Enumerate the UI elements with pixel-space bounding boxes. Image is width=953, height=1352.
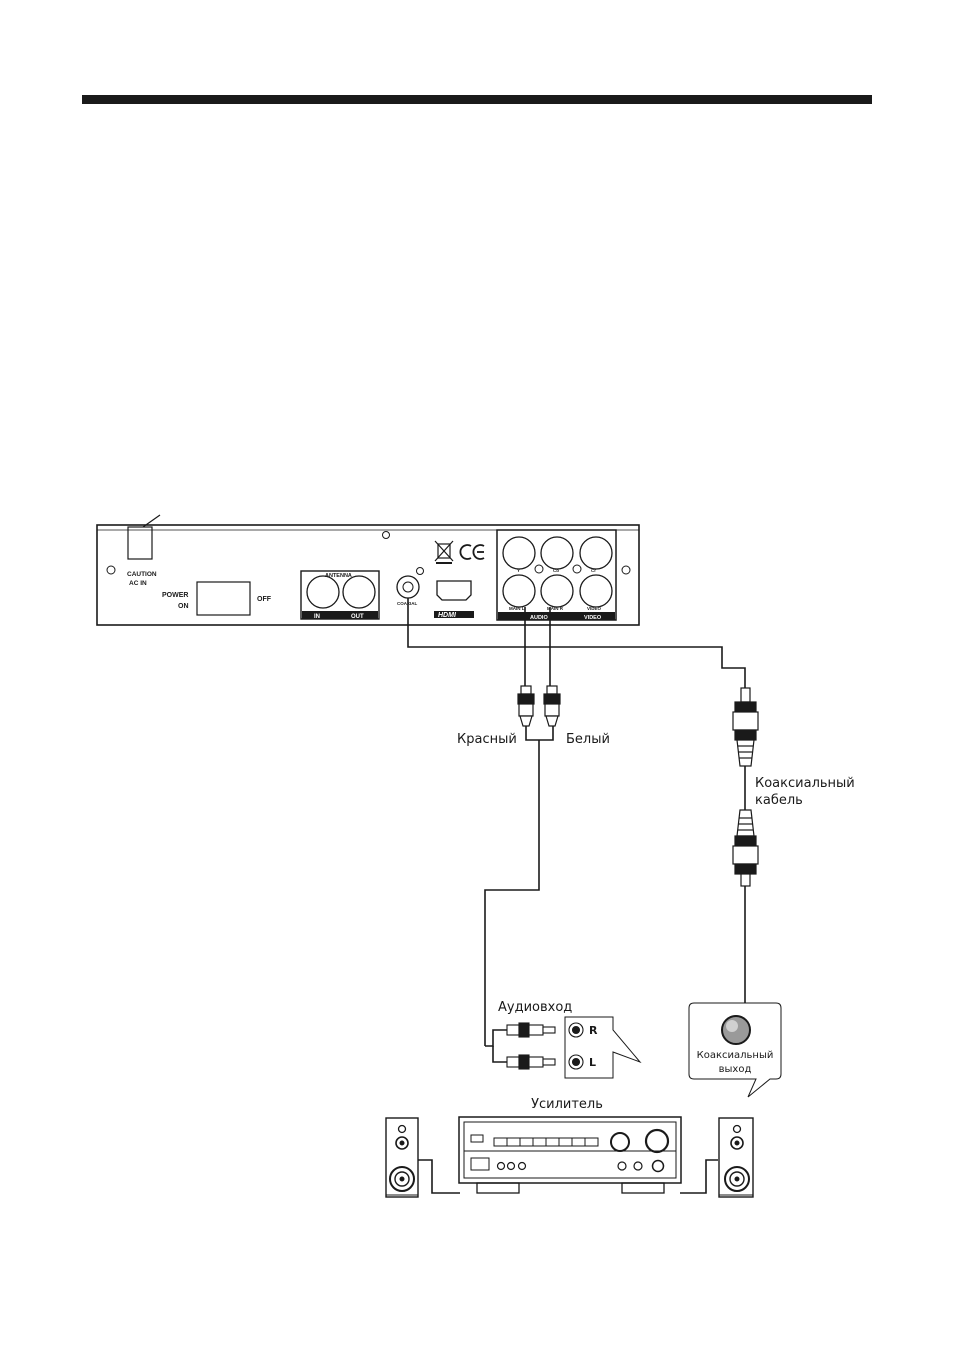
amp-volume-knob-icon (646, 1130, 668, 1152)
antenna-out-port (343, 576, 375, 608)
coax-cable-label-line2: кабель (755, 793, 803, 808)
main-l-label: MAIN L (509, 606, 525, 611)
ac-in-label: AC IN (129, 580, 147, 587)
rca-plug-amp-r (507, 1023, 583, 1037)
rca-plug-red (518, 686, 534, 726)
cr-port (580, 537, 612, 569)
rca-plug-white (544, 686, 560, 726)
on-label: ON (178, 603, 189, 610)
audio-l-label: L (589, 1056, 596, 1069)
off-label: OFF (257, 596, 272, 603)
video-port (580, 575, 612, 607)
cb-port (541, 537, 573, 569)
white-label: Белый (566, 732, 610, 747)
antenna-out-label: OUT (351, 614, 364, 620)
audio-join (526, 726, 553, 740)
power-switch (197, 582, 250, 615)
video-bar-label: VIDEO (584, 615, 602, 621)
audio-split-r (485, 1030, 507, 1046)
coaxial-port (397, 576, 419, 598)
coax-connector-bottom (733, 810, 758, 886)
caution-label: CAUTION (127, 571, 157, 578)
video-small-label: VIDEO (587, 606, 602, 611)
cr-label: Cr (591, 568, 596, 573)
audio-in-label: Аудиовход (498, 1000, 572, 1015)
audio-bar-label: AUDIO (530, 615, 548, 621)
coax-out-label-line2: выход (719, 1064, 752, 1075)
weee-mark (435, 541, 453, 563)
coax-cable-label-line1: Коаксиальный (755, 776, 855, 791)
speaker-left (386, 1118, 418, 1197)
audio-split-l (493, 1046, 507, 1062)
amplifier-label: Усилитель (531, 1097, 603, 1112)
antenna-in-port (307, 576, 339, 608)
ce-mark (460, 545, 484, 559)
hdmi-port (437, 581, 471, 600)
audio-l-port (503, 575, 535, 607)
antenna-in-label: IN (314, 614, 320, 620)
amplifier-unit (459, 1117, 681, 1193)
hdmi-logo: HDMI (438, 612, 457, 619)
speaker-right (719, 1118, 753, 1197)
red-label: Красный (457, 732, 517, 747)
y-port (503, 537, 535, 569)
amp-knob-small-icon (611, 1133, 629, 1151)
power-label: POWER (162, 592, 188, 599)
audio-r-port (541, 575, 573, 607)
antenna-label: ANTENNA (325, 573, 352, 579)
y-label: Y (517, 568, 520, 573)
rca-plug-amp-l (507, 1055, 583, 1069)
cb-label: Cb (553, 568, 559, 573)
audio-r-label: R (589, 1024, 598, 1037)
coax-connector-top (733, 688, 758, 766)
coax-out-label-line1: Коаксиальный (697, 1050, 774, 1061)
